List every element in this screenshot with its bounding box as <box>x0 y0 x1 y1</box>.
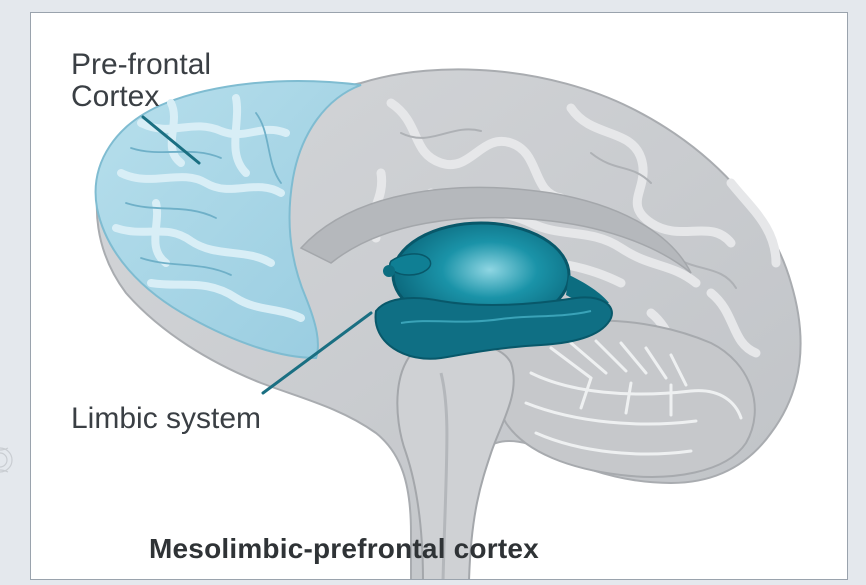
page-corner-decoration <box>0 430 24 490</box>
figure-frame: Pre-frontal Cortex Limbic system Mesolim… <box>30 12 848 580</box>
limbic-system-label: Limbic system <box>71 403 261 435</box>
figure-caption: Mesolimbic-prefrontal cortex <box>149 533 539 565</box>
prefrontal-label-line2: Cortex <box>71 81 211 113</box>
prefrontal-cortex-label: Pre-frontal Cortex <box>71 49 211 112</box>
prefrontal-label-line1: Pre-frontal <box>71 49 211 81</box>
